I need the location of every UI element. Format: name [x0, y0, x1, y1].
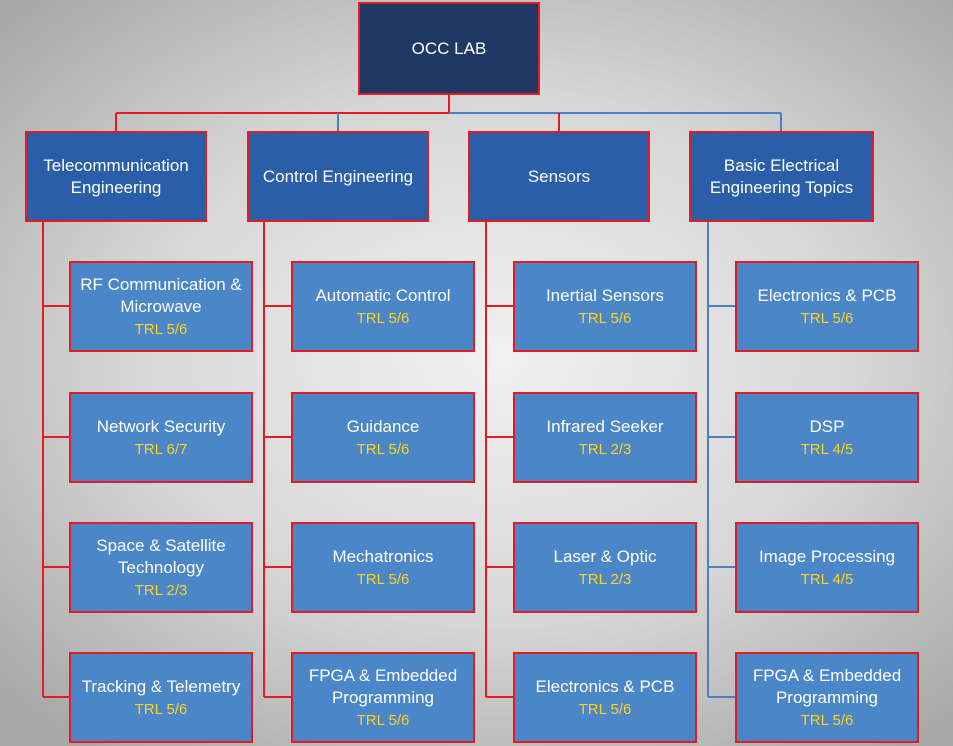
topic-title: Automatic Control	[315, 286, 451, 305]
topic-title: FPGA & Embedded Programming	[308, 666, 458, 707]
topic-electronics-pcb: Electronics & PCB TRL 5/6	[735, 261, 919, 352]
topic-title: Tracking & Telemetry	[81, 677, 241, 696]
trl-label: TRL 4/5	[800, 441, 854, 458]
topic-title: Infrared Seeker	[546, 417, 664, 436]
trl-label: TRL 5/6	[800, 712, 854, 729]
topic-automatic-control: Automatic Control TRL 5/6	[291, 261, 475, 352]
topic-title: Electronics & PCB	[535, 677, 675, 696]
trl-label: TRL 5/6	[356, 441, 410, 458]
topic-tracking-telemetry: Tracking & Telemetry TRL 5/6	[69, 652, 253, 743]
topic-laser-optic: Laser & Optic TRL 2/3	[513, 522, 697, 613]
trl-label: TRL 5/6	[578, 701, 632, 718]
topic-fpga-embedded: FPGA & Embedded Programming TRL 5/6	[291, 652, 475, 743]
category-telecommunication: Telecommunication Engineering	[25, 131, 207, 222]
topic-network-security: Network Security TRL 6/7	[69, 392, 253, 483]
trl-label: TRL 4/5	[800, 571, 854, 588]
category-control-engineering: Control Engineering	[247, 131, 429, 222]
topic-title: Electronics & PCB	[757, 286, 897, 305]
topic-infrared-seeker: Infrared Seeker TRL 2/3	[513, 392, 697, 483]
topic-inertial-sensors: Inertial Sensors TRL 5/6	[513, 261, 697, 352]
topic-title: RF Communication & Microwave	[80, 275, 242, 316]
topic-space-satellite: Space & Satellite Technology TRL 2/3	[69, 522, 253, 613]
root-label: OCC LAB	[411, 38, 487, 58]
category-label: Sensors	[527, 166, 591, 186]
topic-title: Image Processing	[758, 547, 896, 566]
category-basic-electrical: Basic Electrical Engineering Topics	[689, 131, 874, 222]
root-node-occ-lab: OCC LAB	[358, 2, 540, 95]
trl-label: TRL 6/7	[134, 441, 188, 458]
trl-label: TRL 2/3	[134, 582, 188, 599]
topic-rf-communication: RF Communication & Microwave TRL 5/6	[69, 261, 253, 352]
topic-title: FPGA & Embedded Programming	[752, 666, 902, 707]
category-sensors: Sensors	[468, 131, 650, 222]
topic-title: Guidance	[346, 417, 420, 436]
topic-title: Space & Satellite Technology	[96, 536, 226, 577]
topic-electronics-pcb: Electronics & PCB TRL 5/6	[513, 652, 697, 743]
topic-title: Laser & Optic	[553, 547, 657, 566]
topic-mechatronics: Mechatronics TRL 5/6	[291, 522, 475, 613]
trl-label: TRL 5/6	[356, 571, 410, 588]
category-label: Telecommunication Engineering	[43, 155, 189, 197]
topic-title: DSP	[809, 417, 845, 436]
topic-title: Mechatronics	[332, 547, 434, 566]
topic-title: Network Security	[96, 417, 226, 436]
trl-label: TRL 5/6	[578, 310, 632, 327]
trl-label: TRL 2/3	[578, 571, 632, 588]
trl-label: TRL 5/6	[356, 310, 410, 327]
trl-label: TRL 5/6	[134, 701, 188, 718]
topic-title: Inertial Sensors	[545, 286, 665, 305]
trl-label: TRL 2/3	[578, 441, 632, 458]
trl-label: TRL 5/6	[356, 712, 410, 729]
topic-dsp: DSP TRL 4/5	[735, 392, 919, 483]
category-label: Control Engineering	[262, 166, 414, 186]
category-label: Basic Electrical Engineering Topics	[709, 155, 854, 197]
trl-label: TRL 5/6	[800, 310, 854, 327]
topic-guidance: Guidance TRL 5/6	[291, 392, 475, 483]
topic-fpga-embedded: FPGA & Embedded Programming TRL 5/6	[735, 652, 919, 743]
trl-label: TRL 5/6	[134, 321, 188, 338]
topic-image-processing: Image Processing TRL 4/5	[735, 522, 919, 613]
